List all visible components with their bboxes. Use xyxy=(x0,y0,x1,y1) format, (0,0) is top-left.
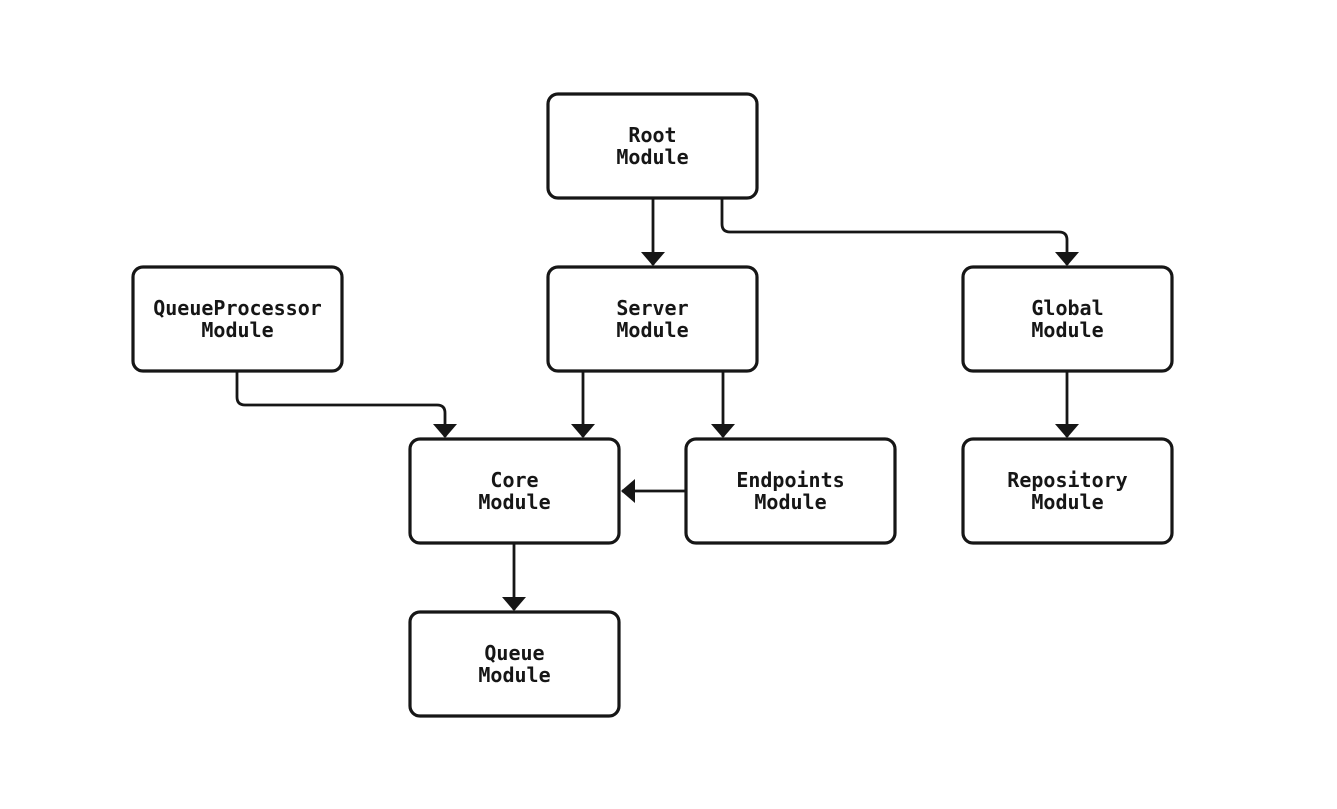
diagram-edges xyxy=(235,197,1079,611)
edge-root-module-to-global-module xyxy=(720,197,1079,266)
node-box-server-module xyxy=(546,265,759,373)
node-box-queue-module xyxy=(408,610,621,718)
node-box-repository-module xyxy=(961,437,1174,545)
edge-queueprocessor-module-to-core-module xyxy=(235,371,457,438)
node-box-core-module xyxy=(408,437,621,545)
node-box-global-module xyxy=(961,265,1174,373)
node-box-queueprocessor-module xyxy=(131,265,344,373)
node-box-root-module xyxy=(546,92,759,200)
node-box-endpoints-module xyxy=(684,437,897,545)
